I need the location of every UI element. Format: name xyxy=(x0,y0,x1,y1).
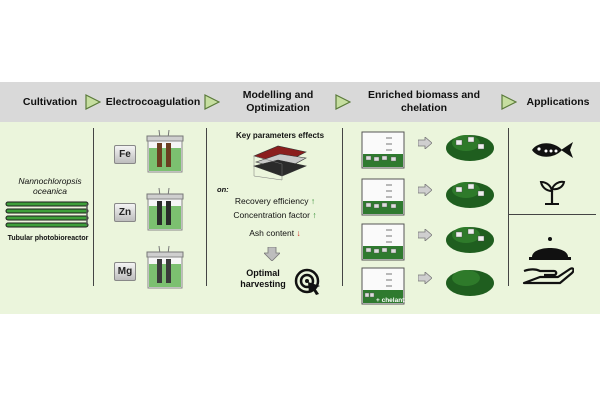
applications-divider xyxy=(508,214,596,215)
served-dish-icon xyxy=(522,237,574,285)
effect-label: Concentration factor xyxy=(233,210,310,220)
biomass-pile-plain-icon xyxy=(446,270,494,296)
on-label: on: xyxy=(217,185,229,194)
beaker-mg-icon xyxy=(361,223,405,261)
effect-concentration-factor: Concentration factor ↑ xyxy=(213,210,337,220)
beaker-zn-icon xyxy=(361,178,405,216)
optimal-harvesting-label: Optimal harvesting xyxy=(240,268,286,289)
arrow-icon xyxy=(204,94,220,110)
tubular-photobioreactor-icon xyxy=(5,201,89,228)
column-divider xyxy=(93,128,94,286)
metal-badge-mg: Mg xyxy=(114,262,136,281)
arrow-right-icon xyxy=(418,229,432,241)
metal-badge-fe: Fe xyxy=(114,145,136,164)
arrow-down-icon: ↓ xyxy=(296,228,301,238)
effect-label: Ash content xyxy=(249,228,295,238)
electrocoagulation-cell-zn-icon xyxy=(146,188,184,231)
step-cultivation: Cultivation xyxy=(22,96,78,108)
arrow-up-icon: ↑ xyxy=(312,210,317,220)
electrocoagulation-cell-fe-icon xyxy=(146,130,184,173)
down-arrow-icon xyxy=(264,247,280,261)
reactor-label: Tubular photobioreactor xyxy=(7,235,89,242)
arrow-right-icon xyxy=(418,184,432,196)
fish-icon xyxy=(532,142,573,158)
biomass-pile-zn-icon xyxy=(446,182,494,208)
arrow-right-icon xyxy=(418,272,432,284)
effect-ash-content: Ash content ↓ xyxy=(213,228,337,238)
response-surface-plot-icon xyxy=(252,145,308,181)
arrow-icon xyxy=(501,94,517,110)
key-parameters-title: Key parameters effects xyxy=(235,131,325,140)
arrow-icon xyxy=(335,94,351,110)
species-line-2: oceanica xyxy=(32,186,68,196)
biomass-pile-fe-icon xyxy=(446,135,494,161)
species-line-1: Nannochloropsis xyxy=(18,176,82,186)
electrocoagulation-cell-mg-icon xyxy=(146,246,184,289)
arrow-right-icon xyxy=(418,137,432,149)
arrow-icon xyxy=(85,94,101,110)
column-divider xyxy=(342,128,343,286)
beaker-fe-icon xyxy=(361,131,405,169)
arrow-up-icon: ↑ xyxy=(310,196,316,206)
metal-badge-zn: Zn xyxy=(114,203,136,222)
step-electrocoagulation: Electrocoagulation xyxy=(105,96,201,108)
chelant-label: + chelant xyxy=(376,297,405,304)
biomass-pile-mg-icon xyxy=(446,227,494,253)
step-enriched: Enriched biomass and chelation xyxy=(367,89,481,114)
species-name: Nannochloropsis oceanica xyxy=(8,176,92,196)
step-modelling: Modelling and Optimization xyxy=(242,89,314,114)
effect-label: Recovery efficiency xyxy=(234,196,309,206)
plant-sprout-icon xyxy=(539,180,566,205)
effect-recovery-efficiency: Recovery efficiency ↑ xyxy=(213,196,337,206)
column-divider xyxy=(206,128,207,286)
step-applications: Applications xyxy=(526,96,590,108)
column-divider xyxy=(508,128,509,286)
beaker-chelant-icon xyxy=(361,267,405,305)
target-icon xyxy=(294,268,320,295)
